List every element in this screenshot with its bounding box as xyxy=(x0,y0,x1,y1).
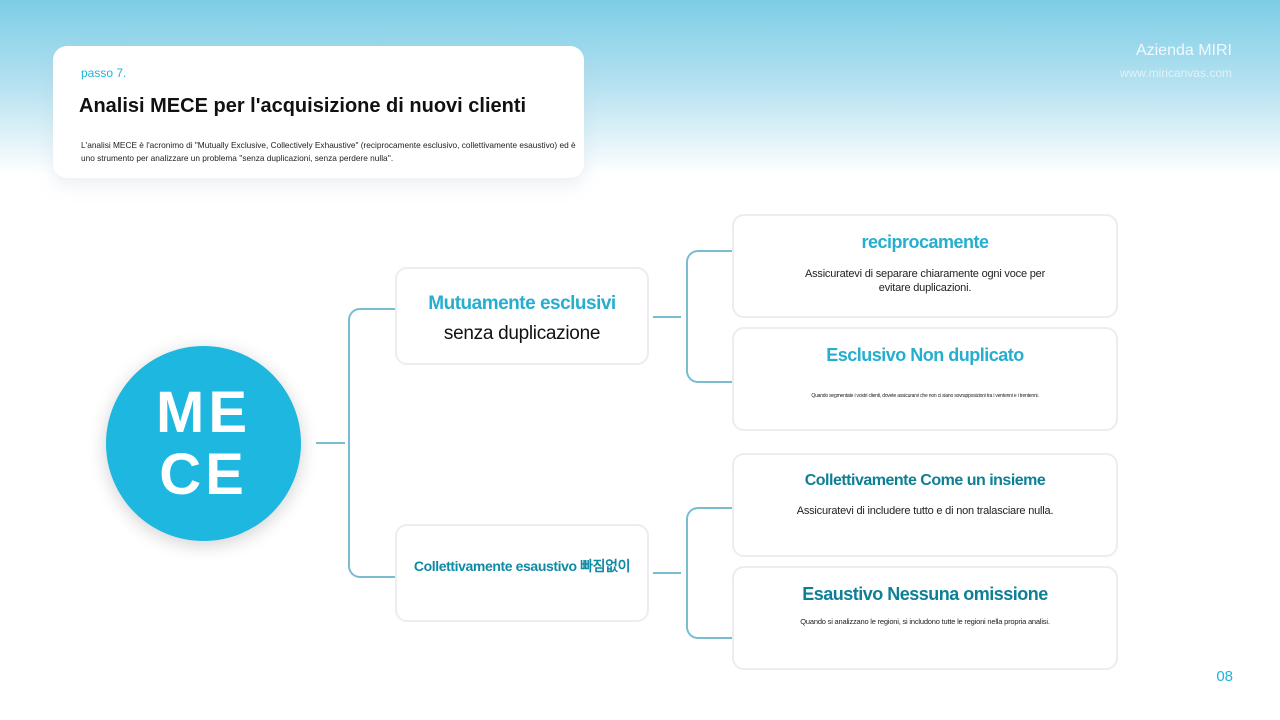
connector xyxy=(316,442,345,444)
item-title: Esclusivo Non duplicato xyxy=(826,345,1024,365)
connector-bracket xyxy=(348,308,395,578)
header-card: passo 7. Analisi MECE per l'acquisizione… xyxy=(53,46,584,178)
branch-mutually-exclusive: Mutuamente esclusivi senza duplicazione xyxy=(395,267,649,365)
page-description: L'analisi MECE è l'acronimo di "Mutually… xyxy=(81,140,576,163)
connector-bracket xyxy=(686,250,732,383)
item-title: Collettivamente Come un insieme xyxy=(804,472,1046,489)
company-name: Azienda MIRI xyxy=(1135,42,1232,59)
connector xyxy=(653,316,681,318)
brand: Azienda MIRI www.miricanvas.com xyxy=(1120,42,1232,80)
branch-title: Mutuamente esclusivi xyxy=(428,293,616,314)
item-card: Esclusivo Non duplicato Quando segmentat… xyxy=(732,327,1118,431)
item-text: Quando si analizzano le regioni, si incl… xyxy=(800,617,1050,626)
connector xyxy=(653,572,681,574)
connector-bracket xyxy=(686,507,732,639)
item-card: reciprocamente Assicuratevi di separare … xyxy=(732,214,1118,318)
item-title: reciprocamente xyxy=(861,232,989,252)
item-text: Assicuratevi di separare chiaramente ogn… xyxy=(804,268,1046,294)
item-text: Assicuratevi di includere tutto e di non… xyxy=(796,505,1054,517)
mece-line1: ME xyxy=(156,379,251,445)
step-label: passo 7. xyxy=(81,66,127,80)
mece-line2: CE xyxy=(159,441,248,507)
branch-title: Collettivamente esaustivo 빠짐없이 xyxy=(413,558,631,574)
branch-collectively-exhaustive: Collettivamente esaustivo 빠짐없이 xyxy=(395,524,649,622)
branch-subtitle: senza duplicazione xyxy=(443,323,601,344)
item-card: Collettivamente Come un insieme Assicura… xyxy=(732,453,1118,557)
page-number: 08 xyxy=(1216,668,1233,685)
item-card: Esaustivo Nessuna omissione Quando si an… xyxy=(732,566,1118,670)
item-text: Quando segmentate i vostri clienti, dove… xyxy=(811,393,1039,399)
item-title: Esaustivo Nessuna omissione xyxy=(802,584,1048,604)
page-title: Analisi MECE per l'acquisizione di nuovi… xyxy=(79,95,527,117)
company-url: www.miricanvas.com xyxy=(1119,66,1232,80)
